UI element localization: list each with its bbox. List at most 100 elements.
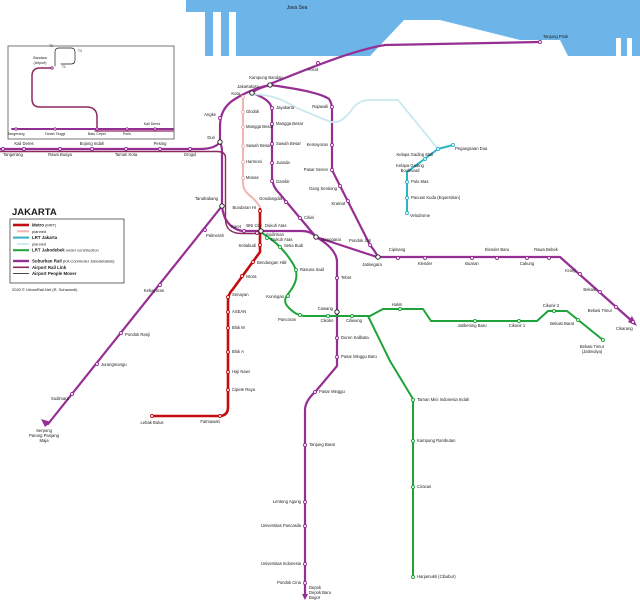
station-rajawali <box>330 105 334 109</box>
station-label-angke: Angke <box>204 112 217 117</box>
station-label-pancoran: Pancoran <box>278 317 297 322</box>
station-monas <box>241 176 245 180</box>
station-label-bni-city: BNI City <box>246 223 262 228</box>
station-label-pulo-mas: Pulo Mas <box>411 179 428 184</box>
station-label-pasar-senen: Pasar Senen <box>304 167 329 172</box>
station-halim <box>398 307 402 311</box>
station-pulo-mas <box>405 180 409 184</box>
station-senayan <box>226 295 230 299</box>
station-cikoko <box>326 314 330 318</box>
station-kali-deres <box>153 127 157 131</box>
station-label-lenteng-agung: Lenteng Agung <box>273 499 302 504</box>
legend-title: JAKARTA <box>12 207 57 218</box>
station-label-blok-a: Blok A <box>232 349 244 354</box>
station-label-pondok-jati: Pondok Jati <box>349 238 371 243</box>
station-label-batu-ceper: Batu Ceper <box>88 132 107 136</box>
station-label-blok-m: Blok M <box>232 325 245 330</box>
map-label-bandara: Bandara <box>33 56 47 60</box>
station-rawa-bebek <box>547 256 551 260</box>
station-label-klender: Klender <box>418 261 433 266</box>
station-label-rasuna-said: Rasuna Said <box>300 267 325 272</box>
station-kali-deres <box>22 147 26 151</box>
legend-label: Metro (MRT) <box>32 223 57 228</box>
station-dot <box>601 338 605 342</box>
station-label-istora: Istora <box>246 274 257 279</box>
station-karet <box>242 229 246 233</box>
map-label-airport: (Airport) <box>34 61 47 65</box>
terminus-arrow <box>41 419 51 427</box>
line-bekasi-line <box>376 255 635 324</box>
station-label-poris: Poris <box>123 132 131 136</box>
station-label-tanjung-priok: Tanjung Priok <box>543 34 569 39</box>
station-palmerah <box>203 228 207 232</box>
station-sudimara <box>70 392 74 396</box>
station-cikunir-1 <box>517 319 521 323</box>
station-label-manggarai: Manggarai <box>321 237 341 242</box>
station-label-rajawali: Rajawali <box>312 104 328 109</box>
harbor-pier <box>627 38 632 56</box>
station-label-jatibening-baru: Jatibening Baru <box>457 323 487 328</box>
map-label-depok-baru: Depok Baru <box>309 590 332 595</box>
map-label-jatimulya: (Jatimulya) <box>582 349 603 354</box>
station-velodrome <box>405 211 409 215</box>
line-lrt-jabodebek-main <box>261 232 604 341</box>
station-duren-kalibata <box>335 336 339 340</box>
airport-inset-box <box>7 45 175 140</box>
harbor-pier <box>616 38 621 56</box>
sea-layer <box>186 0 640 56</box>
line-bogor-line <box>303 235 339 597</box>
frames-layer <box>7 45 175 140</box>
station-lenteng-agung <box>303 500 307 504</box>
station-rawa-buaya <box>58 147 62 151</box>
legend-label: LRT Jabodebek under construction <box>32 248 99 253</box>
station-kemayoran <box>330 143 334 147</box>
station-label-bendungan-hilir: Bendungan Hilir <box>257 260 287 265</box>
station-label-cawang: Cawang <box>318 306 334 311</box>
station-universitas-pancasila <box>303 524 307 528</box>
station-label-bekasi: Bekasi <box>583 287 596 292</box>
station-label-pegangsaan-dua: Pegangsaan Dua <box>455 146 488 151</box>
station-cipete-raya <box>226 388 230 392</box>
station-tanahabang <box>219 203 225 209</box>
station-label-lebak-bulus: Lebak Bulus <box>140 420 163 425</box>
station-label-kebayoran: Kebayoran <box>144 288 165 293</box>
line-lrt-jakarta-depot-branch <box>437 144 454 150</box>
station-asean <box>226 310 230 314</box>
station-cikini <box>298 216 302 220</box>
station-label-harjamukti-cibubur: Harjamukti (Cibubur) <box>417 574 456 579</box>
station-pondok-cina <box>303 581 307 585</box>
station-pesing <box>158 147 162 151</box>
station-bojong-indah <box>90 147 94 151</box>
map-label-t1: T1 <box>62 65 66 69</box>
map-label-t2: T2 <box>49 44 53 48</box>
station-label-tangerang: Tangerang <box>3 152 23 157</box>
station-bni-city <box>255 231 259 235</box>
station-label-kampung-rambutan: Kampung Rambutan <box>417 438 456 443</box>
station-batu-ceper <box>95 127 99 131</box>
station-label-pondok-cina: Pondok Cina <box>277 580 302 585</box>
station-dukuh-atas <box>258 228 264 234</box>
station-label-kranji: Kranji <box>565 268 576 273</box>
station-ciracas <box>411 485 415 489</box>
station-label-universitas-pancasila: Universitas Pancasila <box>261 523 302 528</box>
station-dot <box>50 66 54 70</box>
station-label-haji-nawi: Haji Nawi <box>232 369 250 374</box>
station-mangga-besar <box>241 125 245 129</box>
station-label-cikarang: Cikarang <box>616 326 633 331</box>
station-pasar-minggu <box>313 390 317 394</box>
station-bendungan-hilir <box>251 260 255 264</box>
station-label-ciliwung: Ciliwung <box>346 318 362 323</box>
station-label-fatmawati: Fatmawati <box>200 419 219 424</box>
station-angke <box>218 116 222 120</box>
map-label-sudirman: Sudirman <box>266 232 285 237</box>
station-label-kramat: Kramat <box>332 201 346 206</box>
station-kampung-bandan <box>267 82 273 88</box>
station-label-mangga-besar: Mangga Besar <box>246 124 274 129</box>
station-gang-sentiong <box>338 184 342 188</box>
station-label-kali-deres: Kali Deres <box>14 141 33 146</box>
station-glodok <box>241 110 245 114</box>
station-label-duren-kalibata: Duren Kalibata <box>341 335 369 340</box>
station-bundaran-hi <box>258 209 262 213</box>
station-label-taman-kota: Taman Kota <box>115 152 138 157</box>
